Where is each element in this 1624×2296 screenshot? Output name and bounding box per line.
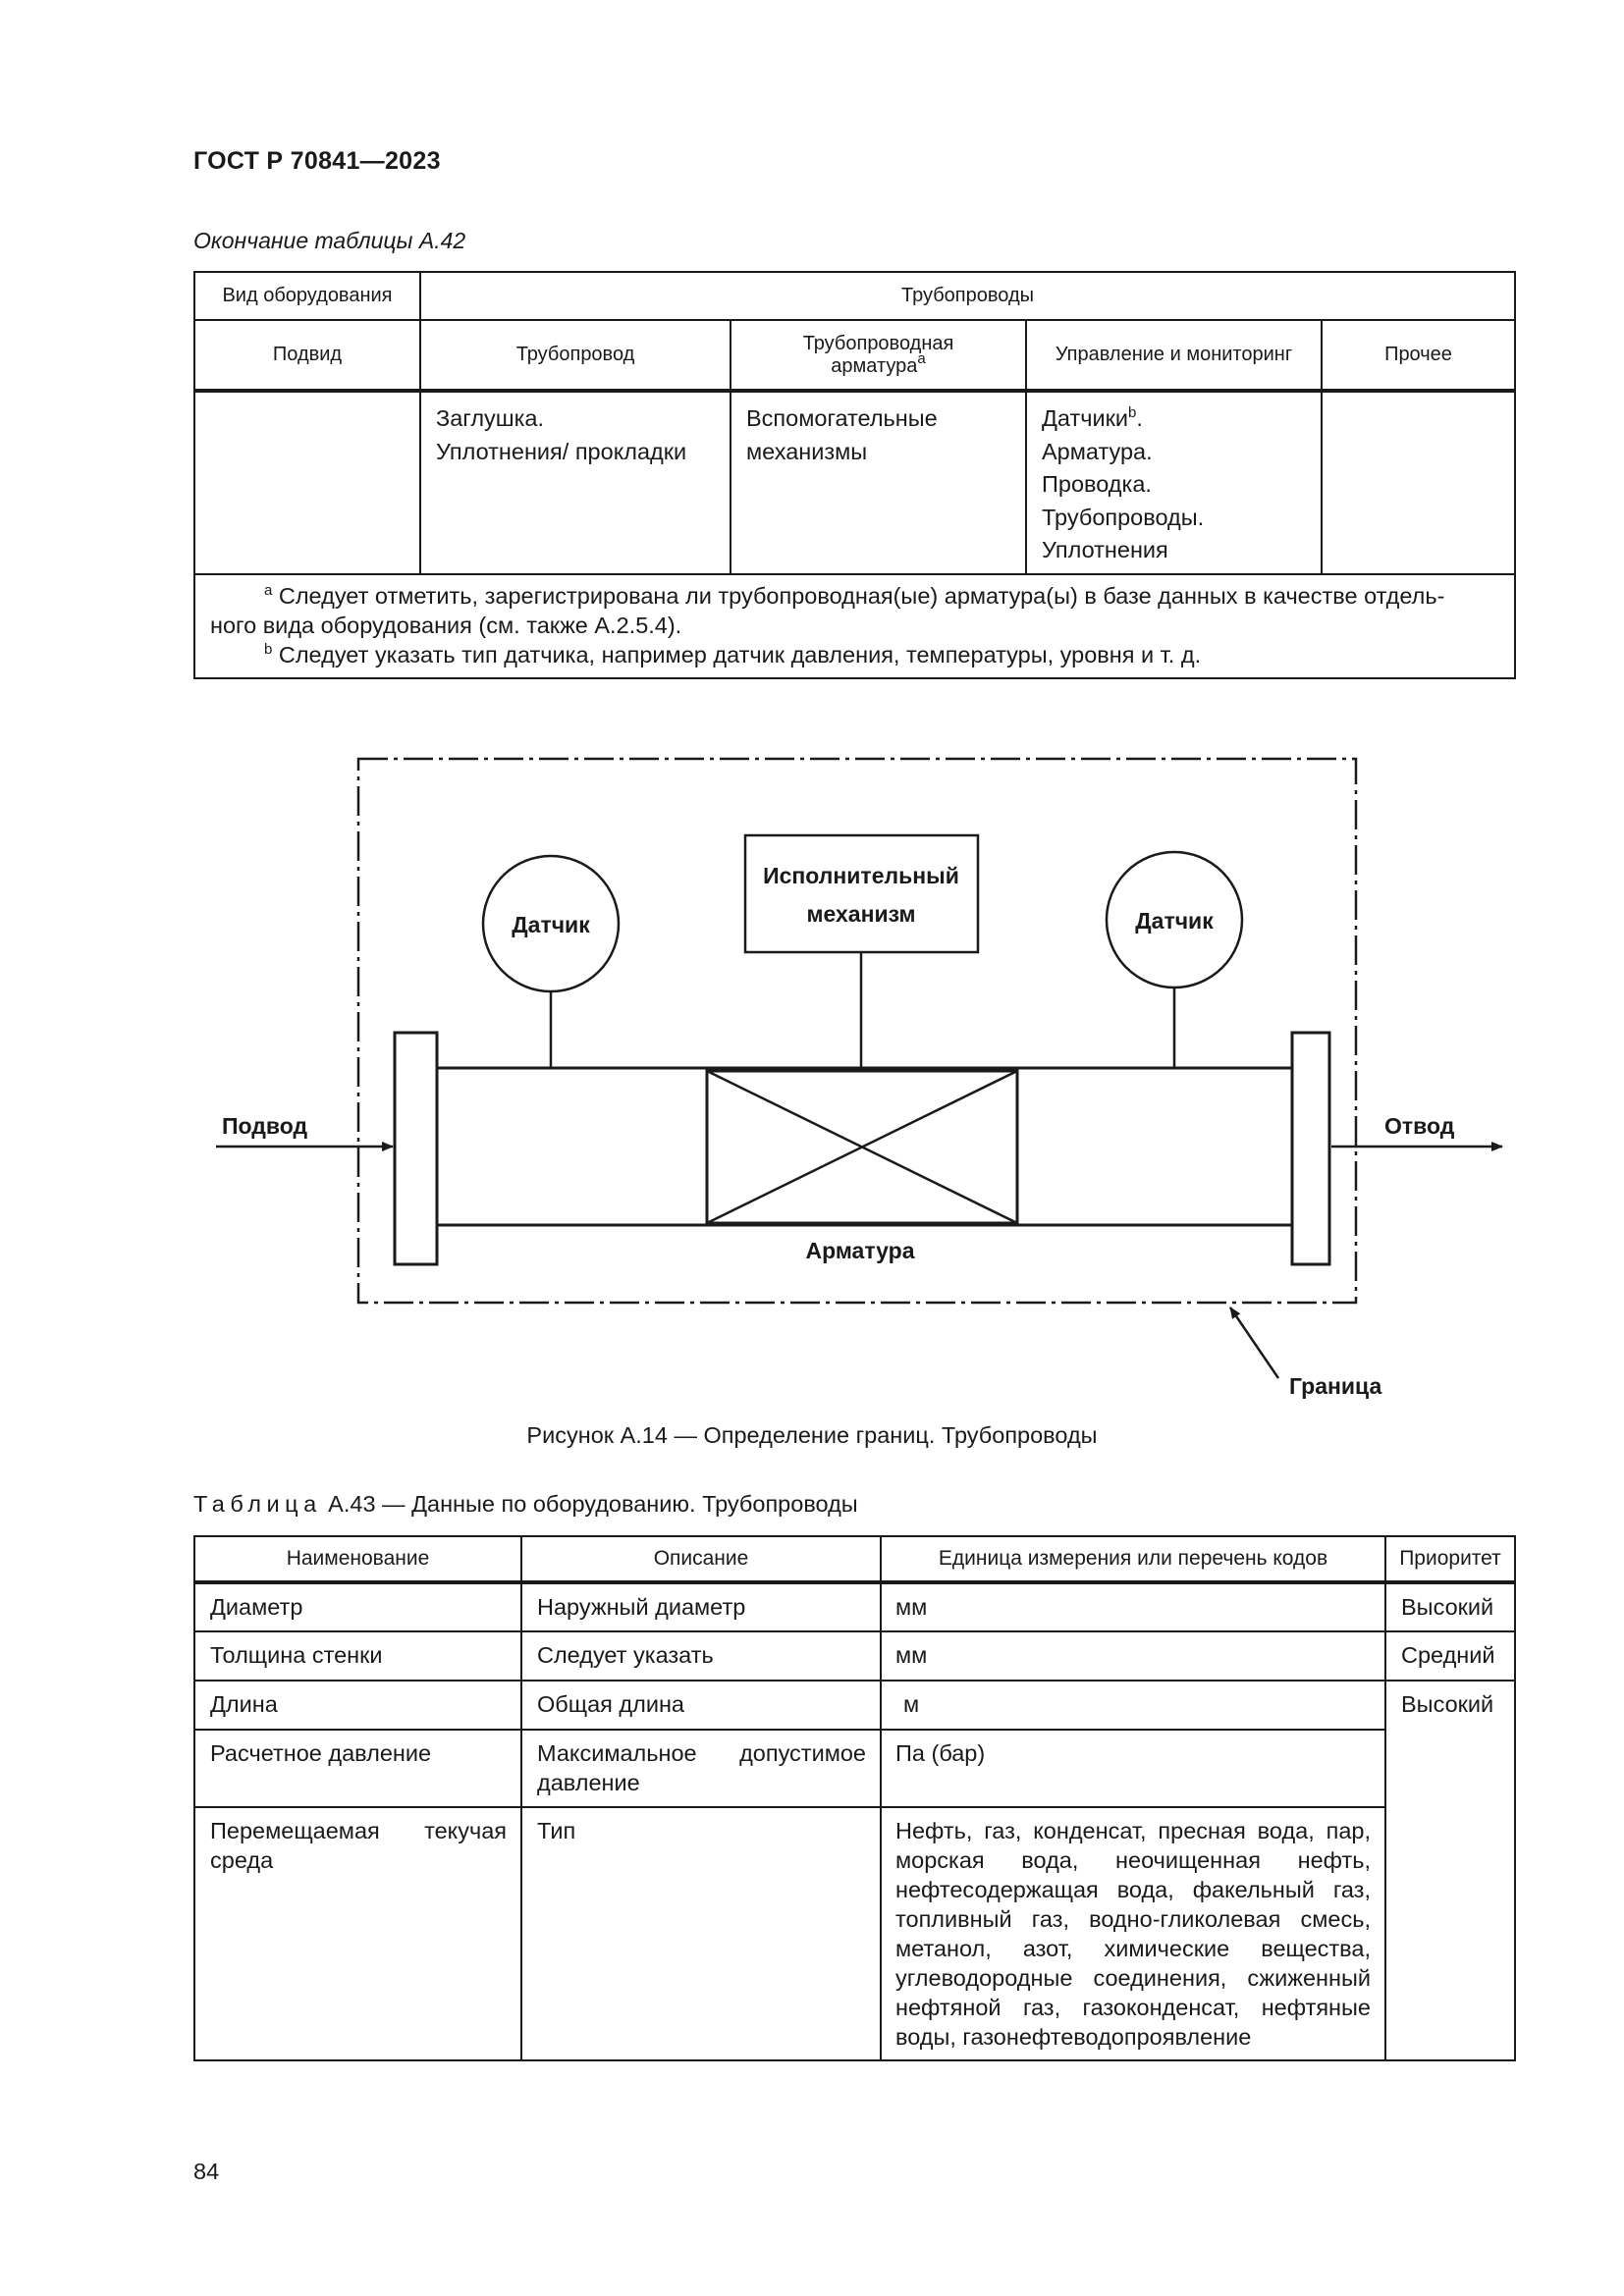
table-a42: Вид оборудования Трубопроводы Подвид Тру… (193, 271, 1516, 679)
table-a43-caption: Таблица А.43 — Данные по оборудованию. Т… (193, 1491, 858, 1518)
actuator-box (743, 833, 980, 954)
footnote-a: a Следует отметить, зарегистрирована ли … (264, 582, 1445, 609)
cell-control-line: Проводка. (1042, 471, 1152, 497)
cell-description: Максимальное допустимое давление (520, 1729, 882, 1808)
header-fittings: Трубопроводная арматураa (730, 319, 1027, 393)
figure-caption: Рисунок А.14 — Определение границ. Трубо… (526, 1422, 1098, 1448)
cell-control-line: Трубопроводы. (1042, 504, 1205, 530)
table-a43-caption-title: А.43 — Данные по оборудованию. Трубопров… (321, 1491, 858, 1517)
cell-unit: мм (880, 1581, 1386, 1632)
cell-pipeline-line: Уплотнения/ прокладки (436, 438, 687, 464)
table-a42-caption: Окончание таблицы А.42 (193, 228, 466, 253)
header-name: Наименование (193, 1535, 522, 1584)
header-other: Прочее (1321, 319, 1516, 393)
cell-priority: Средний (1384, 1630, 1516, 1682)
cell-control-line: Датчикиb. (1042, 404, 1143, 431)
pipeline-boundary-figure: Датчик Датчик Исполнительный механизм Ар… (216, 757, 1503, 1399)
cell-control-line: Арматура. (1042, 438, 1153, 464)
cell-control-line: Уплотнения (1042, 537, 1168, 562)
sensor-right-label: Датчик (1135, 908, 1214, 934)
table-a43-caption-prefix: Таблица (193, 1491, 322, 1517)
page-number: 84 (193, 2159, 220, 2184)
valve-cross-line (706, 1069, 1018, 1225)
cell-fittings-line: механизмы (746, 438, 868, 464)
cell-description: Наружный диаметр (520, 1581, 882, 1632)
header-priority: Приоритет (1384, 1535, 1516, 1584)
cell-unit: Нефть, газ, конденсат, пресная вода, пар… (880, 1806, 1386, 2061)
table-a43: Наименование Описание Единица измерения … (193, 1535, 1516, 2061)
cell-priority: Высокий (1384, 1581, 1516, 1632)
cell-pipeline: Заглушка. Уплотнения/ прокладки (419, 390, 731, 575)
header-pipeline: Трубопровод (419, 319, 731, 393)
cell-other (1321, 390, 1516, 575)
cell-unit: мм (880, 1630, 1386, 1682)
header-equipment-type: Вид оборудования (193, 271, 421, 321)
footnote-mark-a: a (917, 349, 926, 367)
header-unit: Единица измерения или перечень кодов (880, 1535, 1386, 1584)
cell-priority: Высокий (1384, 1680, 1516, 2061)
flange-right (1290, 1031, 1331, 1266)
cell-description: Следует указать (520, 1630, 882, 1682)
valve-label: Арматура (805, 1238, 914, 1263)
header-control-monitoring: Управление и мониторинг (1025, 319, 1323, 393)
header-fittings-line2: арматура (831, 354, 918, 377)
cell-description: Тип (520, 1806, 882, 2061)
cell-description: Общая длина (520, 1680, 882, 1731)
boundary-label: Граница (1289, 1373, 1381, 1399)
header-subunit: Подвид (193, 319, 421, 393)
outlet-label: Отвод (1384, 1113, 1455, 1139)
cell-fittings: Вспомогательные механизмы (730, 390, 1027, 575)
header-description: Описание (520, 1535, 882, 1584)
footnote-b: b Следует указать тип датчика, например … (264, 641, 1202, 667)
header-pipelines: Трубопроводы (419, 271, 1516, 321)
footnote-mark-b: b (1128, 404, 1137, 421)
cell-name: Перемещаемая текучая среда (193, 1806, 522, 2061)
cell-control-monitoring: Датчикиb. Арматура. Проводка. Трубопрово… (1025, 390, 1323, 575)
actuator-label-line2: механизм (807, 901, 916, 927)
boundary-rectangle (356, 757, 1358, 1305)
document-header: ГОСТ Р 70841—2023 (193, 147, 441, 175)
cell-name: Расчетное давление (193, 1729, 522, 1808)
cell-name: Длина (193, 1680, 522, 1731)
cell-unit: м (880, 1680, 1386, 1731)
cell-subunit (193, 390, 421, 575)
inlet-label: Подвод (222, 1113, 307, 1139)
header-fittings-line1: Трубопроводная (802, 332, 954, 354)
boundary-pointer-arrow (1228, 1307, 1280, 1379)
cell-name: Толщина стенки (193, 1630, 522, 1682)
cell-unit: Па (бар) (880, 1729, 1386, 1808)
flange-left (393, 1031, 439, 1266)
cell-pipeline-line: Заглушка. (436, 405, 545, 431)
table-a42-footnotes: a Следует отметить, зарегистрирована ли … (193, 573, 1516, 679)
cell-name: Диаметр (193, 1581, 522, 1632)
sensor-left-label: Датчик (512, 912, 590, 937)
footnote-a-cont: ного вида оборудования (см. также А.2.5.… (210, 613, 682, 638)
actuator-label-line1: Исполнительный (763, 863, 959, 888)
cell-fittings-line: Вспомогательные (746, 405, 938, 431)
